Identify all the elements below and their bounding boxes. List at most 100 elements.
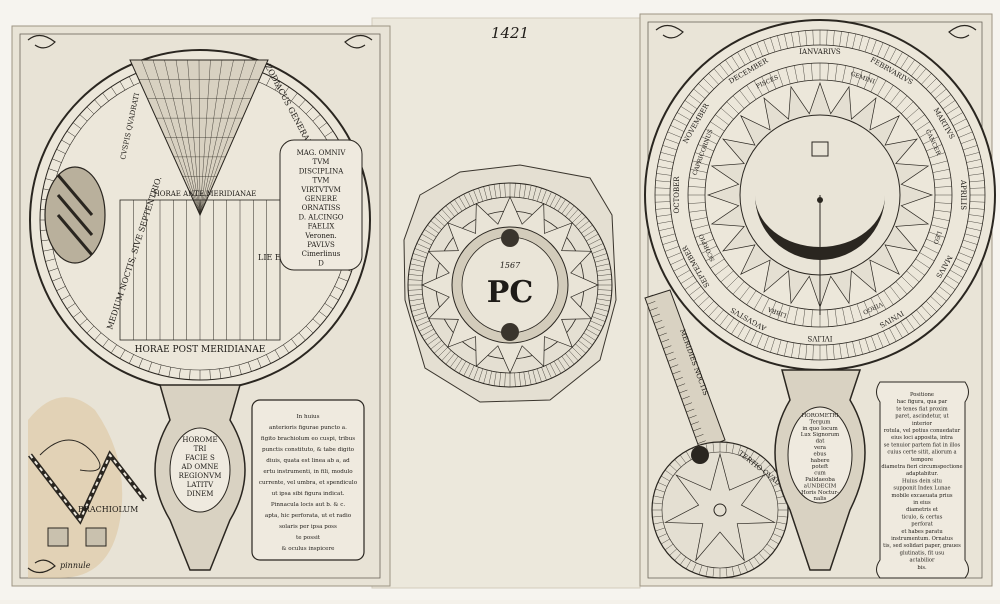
right-handle-line: HOROMETRI: [802, 413, 839, 419]
month-label: IVLIVS: [807, 334, 832, 342]
positio-line: tis, sed solidari paper, graues: [883, 543, 961, 549]
instruction-line: & oculus inspicere: [282, 546, 336, 552]
positio-line: rotula, vel potius conuedatur: [884, 428, 961, 434]
positio-line: cuius certe sitit, aliorum a: [887, 450, 956, 456]
right-handle-line: aUNDECIM: [804, 483, 837, 489]
instruction-line: Pinnacula locis aut b. & c.: [271, 502, 345, 508]
handle-line: HOROME: [182, 436, 217, 444]
dedication-line: VIRTVTVM: [300, 186, 341, 194]
dedication-line: FAELIX: [308, 223, 335, 231]
positio-line: diametra fieri circumspectione: [881, 464, 962, 470]
handle-line: TRI: [194, 445, 207, 453]
right-handle-line: poteft: [812, 464, 829, 470]
month-label: IANVARIVS: [799, 48, 841, 56]
dedication-line: D. ALCINGO: [298, 213, 343, 221]
folio-number: 1421: [491, 24, 529, 42]
instruction-line: diuis, quata est linea ab a, ad: [266, 458, 350, 464]
right-dial: IANVARIVSFEBRVARIVSMARTIVSAPRILISMAIVSIV…: [644, 19, 996, 371]
positio-line: bis.: [917, 565, 927, 571]
dedication-line: GENERE: [305, 195, 337, 203]
handle-line: FACIE S: [185, 454, 215, 462]
positio-line: eius loci apposita, intra: [891, 435, 953, 441]
dedication-line: D: [318, 259, 324, 267]
dedication-line: Cimerlinus: [302, 250, 341, 258]
instruction-line: te possit: [296, 535, 321, 541]
monogram-box: [811, 141, 829, 157]
positio-line: supponit Index Lunae: [893, 486, 950, 492]
right-handle-line: Tergum: [810, 419, 831, 425]
center-volvelle: 1567 PC: [403, 164, 617, 403]
sign-label: LEO: [931, 230, 942, 245]
instruction-line: In huius: [296, 414, 319, 420]
instruction-line: apta, hic perforata, ut et radio: [265, 513, 352, 519]
instruction-line: currente, vel umbra, et spendiculo: [259, 480, 358, 486]
dedication-text: MAG. OMNIVTVMDISCIPLINATVMVIRTVTVMGENERE…: [297, 149, 347, 267]
right-handle-line: cum: [814, 471, 826, 477]
instruction-line: anterioris figurae puncto a.: [269, 425, 347, 431]
instruction-cartouche: In huius anterioris figurae puncto a. figi…: [251, 399, 365, 561]
corner-ornaments: [27, 24, 977, 574]
dedication-cartouche: [279, 139, 363, 271]
left-plate-frame: [19, 33, 381, 579]
positio-line: paret, ascindetur, ut: [895, 414, 949, 420]
brachiolum-diagram: BRACHIOLUM pinnule: [28, 439, 147, 570]
left-dial: HORAE POST MERIDIANAE HORAE ANTE MERIDIA…: [29, 49, 371, 391]
positio-line: mobile excaeuata prius: [891, 493, 953, 499]
positio-line: glutinatis, fit usu: [900, 550, 945, 556]
positio-line: instrumentum. Ornatus: [891, 536, 953, 542]
instruction-line: ertu instrumenti, in fili, modulo: [263, 469, 353, 475]
dedication-line: TVM: [313, 158, 330, 166]
instruction-line: ut ipsa sibi figura indicat.: [272, 491, 345, 497]
right-handle-line: Palidaeoba: [805, 477, 836, 483]
handle-line: AD OMNE: [180, 463, 218, 471]
positio-line: in eius: [913, 500, 931, 506]
positio-line: actabilior: [909, 558, 935, 564]
right-handle-line: vera: [813, 445, 827, 451]
dedication-line: ORNATISS: [302, 204, 341, 212]
positio-line: et habes paratu: [901, 529, 943, 535]
right-handle-line: in quo locum: [802, 426, 837, 432]
handle-line: DINEM: [187, 490, 214, 498]
positio-line: Positione: [910, 392, 934, 398]
dedication-line: Veronen.: [304, 232, 337, 240]
horae-post-label: HORAE POST MERIDIANAE: [135, 345, 266, 355]
volvelle-date: 1567: [500, 261, 521, 270]
dedication-line: TVM: [313, 177, 330, 185]
month-label: OCTOBER: [673, 176, 681, 214]
right-handle-line: Lux Signorum: [801, 432, 840, 438]
positio-line: perforat: [911, 522, 933, 528]
right-handle-line: nalis: [814, 496, 827, 502]
moon-crescent-icon: [755, 195, 885, 260]
positio-line: ticulo, & certus: [902, 514, 943, 520]
instruction-line: punctis constituto, & tabe digito: [262, 447, 355, 453]
right-handle-line: Horis Noctur-: [801, 490, 839, 496]
handle-line: REGIONVM: [179, 472, 222, 480]
dedication-line: PAVLVS: [307, 241, 335, 249]
horae-ante-label: HORAE ANTE MERIDIANAE: [154, 190, 257, 198]
positio-line: se tenuior partem fiat in illos: [884, 442, 961, 448]
positio-line: tempore: [911, 457, 933, 463]
month-label: APRILIS: [959, 179, 967, 210]
positio-line: hac figura, qua par: [897, 399, 948, 405]
volvelle-monogram: PC: [487, 275, 533, 310]
positio-line: te tenes fiat proxim: [896, 406, 947, 412]
right-handle-line: ebus: [814, 451, 827, 457]
brachiolum-label: BRACHIOLUM: [78, 505, 138, 514]
instruction-line: solaris per ipsa poss: [279, 524, 337, 530]
handle-line: LATITV: [187, 481, 214, 489]
pinnule-label: pinnule: [60, 561, 91, 570]
positio-line: Huius dein situ: [902, 478, 943, 484]
positio-line: interior: [912, 421, 932, 427]
dedication-line: MAG. OMNIV: [297, 149, 347, 157]
positio-line: diametris et: [906, 507, 939, 513]
instruction-line: figito brachiolum eo cuspi, tribus: [261, 436, 355, 442]
right-handle-line: habere: [810, 458, 829, 464]
positio-line: adaptabitur.: [906, 471, 938, 477]
